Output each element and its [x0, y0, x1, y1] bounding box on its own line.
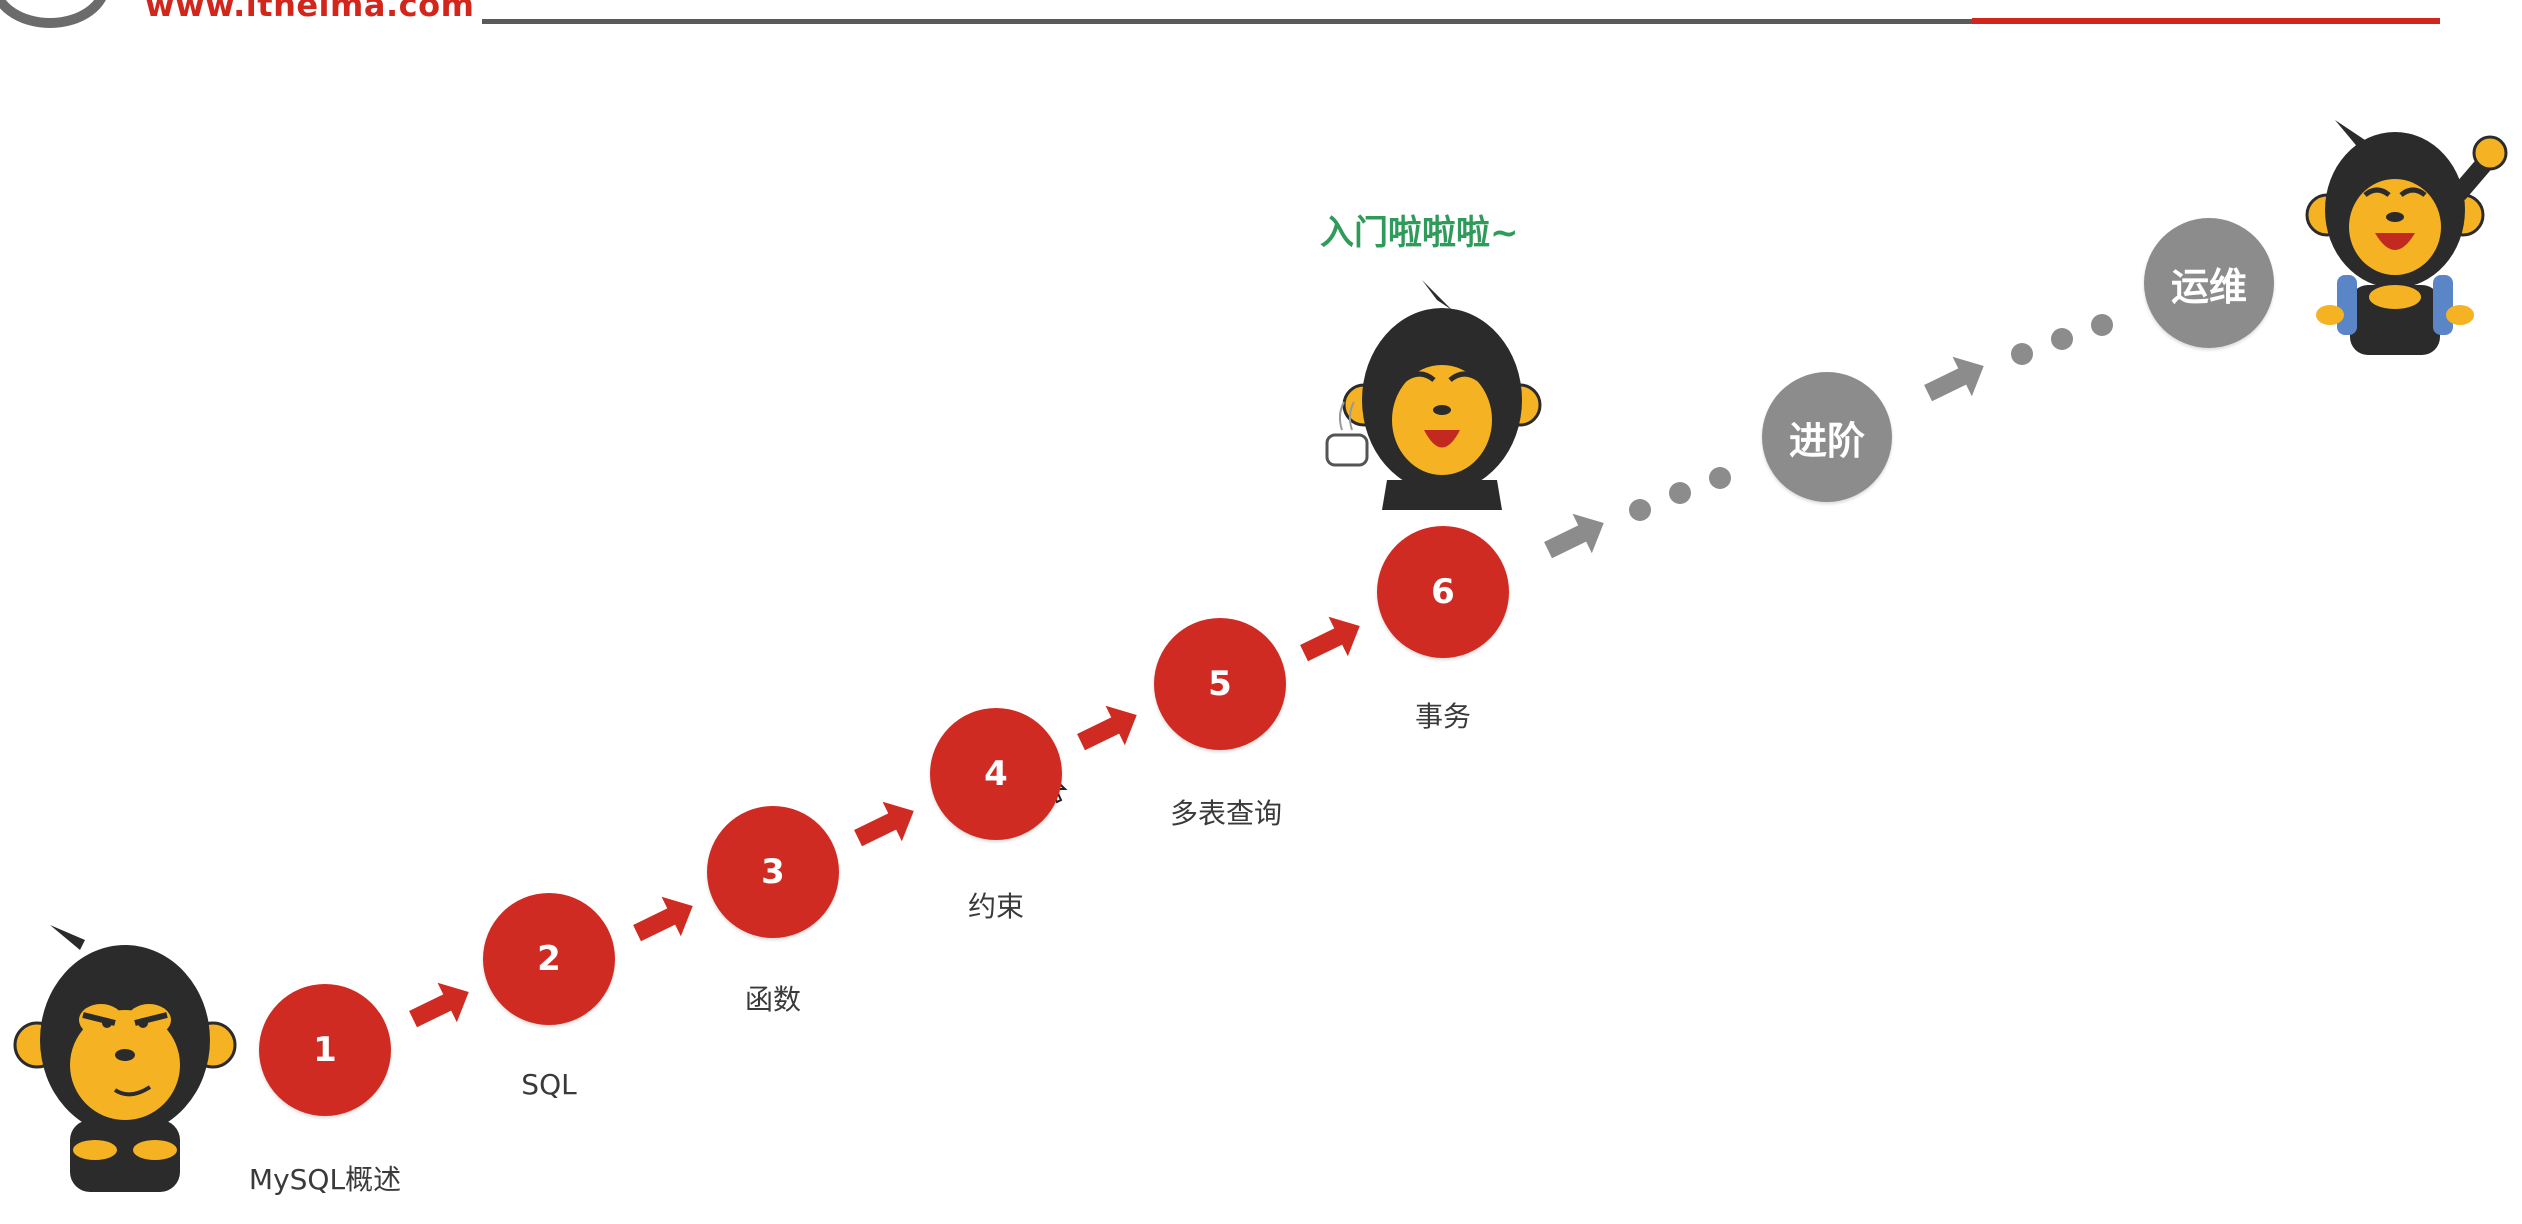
site-url[interactable]: www.itheima.com	[145, 0, 475, 24]
step-label: 函数	[744, 983, 802, 1016]
step-number: 3	[761, 852, 785, 892]
step-number: 1	[313, 1030, 337, 1070]
monkey-mascot	[1325, 280, 1542, 510]
step-number: 6	[1431, 572, 1455, 612]
step-label: 进阶	[1788, 418, 1865, 463]
step-number: 2	[537, 939, 561, 979]
step-4[interactable]: 4	[930, 708, 1062, 840]
step-2[interactable]: 2	[483, 893, 615, 1025]
step-5[interactable]: 5	[1154, 618, 1286, 750]
monkey-mascot	[2305, 120, 2508, 355]
step-label: 事务	[1414, 700, 1472, 733]
step-3[interactable]: 3	[707, 806, 839, 938]
step-label: 多表查询	[1169, 797, 1283, 830]
step-label: SQL	[521, 1068, 577, 1101]
header-divider	[482, 19, 1972, 24]
step-1[interactable]: 1	[259, 984, 391, 1116]
arrow-icon	[848, 791, 924, 858]
step-label: 约束	[967, 890, 1025, 923]
arrow-icon	[1294, 606, 1370, 673]
arrow-icon	[1538, 503, 1614, 570]
step-6[interactable]: 6	[1377, 526, 1509, 658]
arrow-icon	[627, 886, 703, 953]
step-advanced[interactable]: 进阶	[1762, 372, 1892, 502]
step-ops[interactable]: 运维	[2144, 218, 2274, 348]
step-label: MySQL概述	[248, 1163, 402, 1196]
monkey-mascot	[13, 925, 237, 1192]
arrow-icon	[1071, 695, 1147, 762]
step-number: 4	[984, 754, 1008, 794]
arrow-icon	[403, 972, 479, 1039]
tagline: 入门啦啦啦~	[1320, 213, 1519, 253]
dots-icon	[1629, 314, 2113, 521]
header-progress-bar	[1972, 18, 2440, 24]
step-number: 5	[1208, 664, 1232, 704]
arrow-icon	[1918, 346, 1994, 413]
step-label: 运维	[2170, 264, 2247, 309]
